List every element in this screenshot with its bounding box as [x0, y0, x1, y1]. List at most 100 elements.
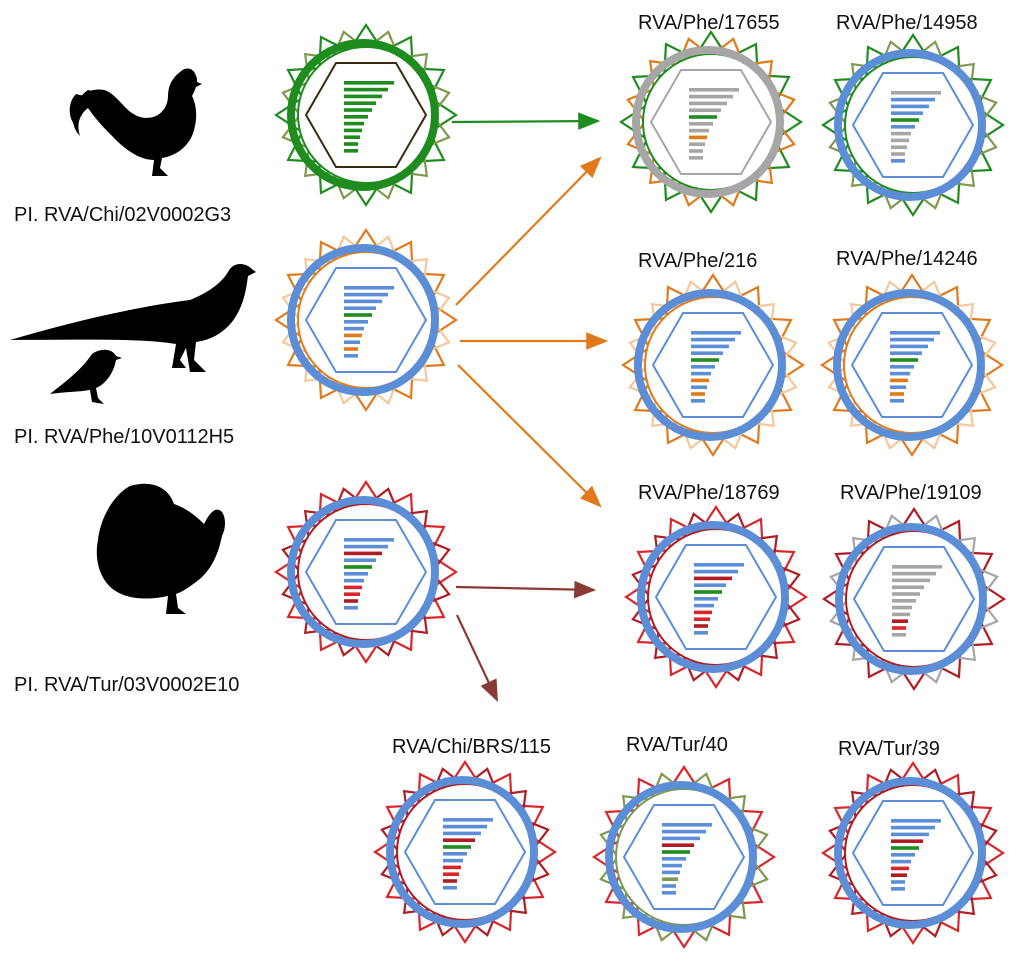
genome-segment-bar — [344, 354, 358, 358]
outer-spike-layer — [273, 22, 459, 208]
genome-segment-bar — [691, 337, 735, 342]
genome-segment-bar — [891, 111, 923, 115]
core-hexagon — [851, 800, 975, 906]
genome-segment-bar — [689, 94, 733, 99]
genome-segment-bar — [891, 159, 905, 163]
genome-segment-bar — [890, 392, 904, 396]
genome-segment-bar — [344, 142, 358, 146]
genome-segment-bar — [890, 365, 914, 369]
isolate-virion-p18769 — [623, 504, 809, 690]
genome-segment-bar — [694, 624, 708, 628]
core-hexagon — [654, 544, 778, 650]
outer-spike-layer — [620, 272, 806, 458]
genome-segment-bar — [891, 887, 905, 891]
genome-segment-bar — [662, 857, 686, 861]
reassortment-arrow — [457, 364, 602, 508]
genome-segment-bar — [344, 108, 372, 112]
genome-segment-bar — [694, 569, 738, 574]
genome-segment-bar — [689, 135, 707, 140]
genome-segment-bar — [890, 331, 940, 335]
genome-segment-bar — [662, 850, 690, 854]
genome-segment-bar — [443, 858, 463, 863]
genome-segment-bar — [689, 122, 713, 126]
genome-segment-bar — [344, 135, 360, 139]
genome-segment-bar — [662, 870, 680, 875]
genome-segment-bar — [694, 590, 722, 594]
genome-segment-bar — [891, 853, 915, 857]
outer-spike-layer — [273, 479, 459, 665]
genome-segment-bar — [344, 592, 360, 596]
genome-segment-bar — [891, 152, 905, 156]
genome-segment-bar — [890, 337, 934, 342]
isolate-virion-t40 — [591, 764, 777, 950]
arrow-layer — [451, 112, 609, 702]
genome-segment-bar — [691, 331, 741, 335]
capsid-ring — [835, 523, 987, 675]
isolate-virion-p19109 — [821, 506, 1007, 692]
genome-segment-bar — [443, 886, 457, 890]
parent-label-tur: PI. RVA/Tur/03V0002E10 — [14, 674, 240, 696]
capsid-ring — [605, 781, 757, 933]
genome-segment-bar — [891, 819, 941, 823]
genome-segment-bar — [891, 846, 919, 850]
genome-segment-bar — [662, 891, 676, 895]
genome-segment-bar — [691, 344, 729, 349]
genome-segment-bar — [689, 142, 705, 146]
genome-segment-bar — [890, 358, 918, 362]
genome-segment-bar — [689, 128, 709, 133]
isolate-virion-c115 — [372, 759, 558, 945]
genome-segment-bar — [892, 592, 920, 596]
genome-segment-bar — [662, 877, 678, 881]
parent-label-chi: PI. RVA/Chi/02V0002G3 — [14, 204, 232, 226]
genome-segment-bar — [344, 128, 362, 133]
genome-segment-bar — [344, 115, 368, 119]
reassortment-arrow — [455, 156, 602, 306]
genome-segment-bar — [344, 149, 358, 153]
genome-segment-bar — [344, 551, 382, 556]
capsid-ring — [834, 777, 986, 929]
capsid-ring — [287, 496, 439, 648]
outer-spike-layer — [820, 32, 1006, 218]
reassortment-arrow — [456, 614, 498, 702]
genome-segment-bar — [344, 286, 394, 290]
genome-segment-bar — [891, 104, 929, 109]
genome-segment-bar — [443, 852, 467, 856]
isolate-label-17655: RVA/Phe/17655 — [638, 12, 780, 34]
core-hexagon — [622, 804, 746, 910]
core-hexagon — [304, 267, 428, 373]
genome-segment-bar — [662, 829, 706, 834]
genome-segment-bar — [344, 101, 376, 105]
genome-segment-bar — [344, 313, 372, 317]
genome-segment-bar — [344, 565, 372, 569]
outer-spike-layer — [819, 272, 1005, 458]
genome-segment-bar — [890, 399, 904, 403]
capsid-ring — [833, 289, 985, 441]
core-hexagon — [851, 72, 975, 178]
inner-spike-layer — [281, 30, 451, 200]
core-hexagon — [852, 546, 976, 652]
genome-segment-bar — [344, 347, 358, 351]
genome-segment-bar — [691, 351, 723, 355]
genome-segment-bar — [891, 91, 941, 95]
genome-segment-bar — [691, 385, 707, 389]
isolate-virion-p216 — [620, 272, 806, 458]
isolate-label-19109: RVA/Phe/19109 — [840, 482, 982, 504]
genome-segment-bar — [694, 610, 712, 615]
parent-virion-phe — [273, 227, 459, 413]
genome-segment-bar — [344, 292, 388, 297]
isolate-virion-p14958 — [820, 32, 1006, 218]
genome-segment-bar — [890, 344, 928, 349]
genome-segment-bar — [662, 836, 700, 841]
genome-segment-bar — [344, 326, 364, 331]
inner-spike-layer — [827, 280, 997, 450]
core-hexagon — [304, 519, 428, 625]
isolate-label-18769: RVA/Phe/18769 — [638, 482, 780, 504]
inner-spike-layer — [628, 280, 798, 450]
genome-segment-bar — [891, 138, 909, 143]
isolate-label-brs115: RVA/Chi/BRS/115 — [392, 736, 551, 758]
genome-segment-bar — [891, 118, 919, 122]
genome-segment-bar — [891, 859, 911, 864]
core-hexagon — [403, 799, 527, 905]
genome-segment-bar — [443, 845, 471, 849]
